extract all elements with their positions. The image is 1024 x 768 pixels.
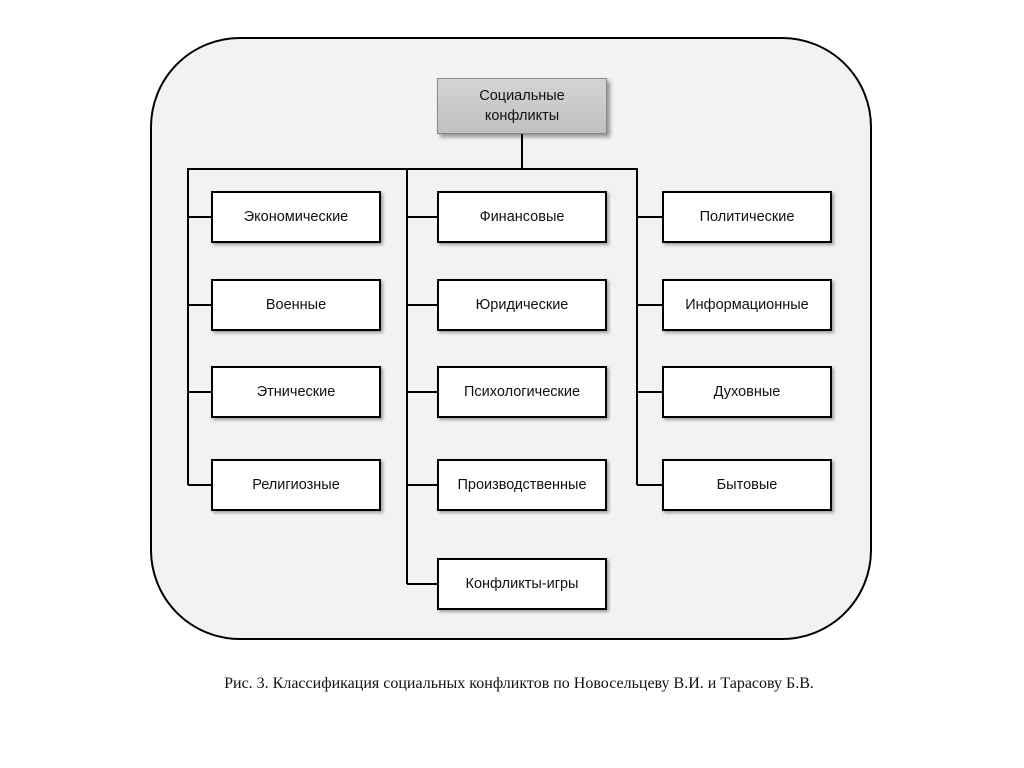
node-spiritual: Духовные [662, 366, 832, 418]
figure-caption: Рис. 3. Классификация социальных конфлик… [224, 675, 814, 692]
node-religious: Религиозные [211, 459, 381, 511]
node-legal: Юридические [437, 279, 607, 331]
root-node: Социальные конфликты [437, 78, 607, 134]
root-label-line-1: Социальные [479, 88, 565, 104]
node-economic: Экономические [211, 191, 381, 243]
node-psychological: Психологические [437, 366, 607, 418]
root-label-line-2: конфликты [484, 108, 560, 124]
node-conflict-games: Конфликты-игры [437, 558, 607, 610]
node-political: Политические [662, 191, 832, 243]
node-domestic: Бытовые [662, 459, 832, 511]
node-military: Военные [211, 279, 381, 331]
diagram-frame [150, 37, 872, 640]
node-financial: Финансовые [437, 191, 607, 243]
node-informational: Информационные [662, 279, 832, 331]
node-ethnic: Этнические [211, 366, 381, 418]
node-industrial: Производственные [437, 459, 607, 511]
